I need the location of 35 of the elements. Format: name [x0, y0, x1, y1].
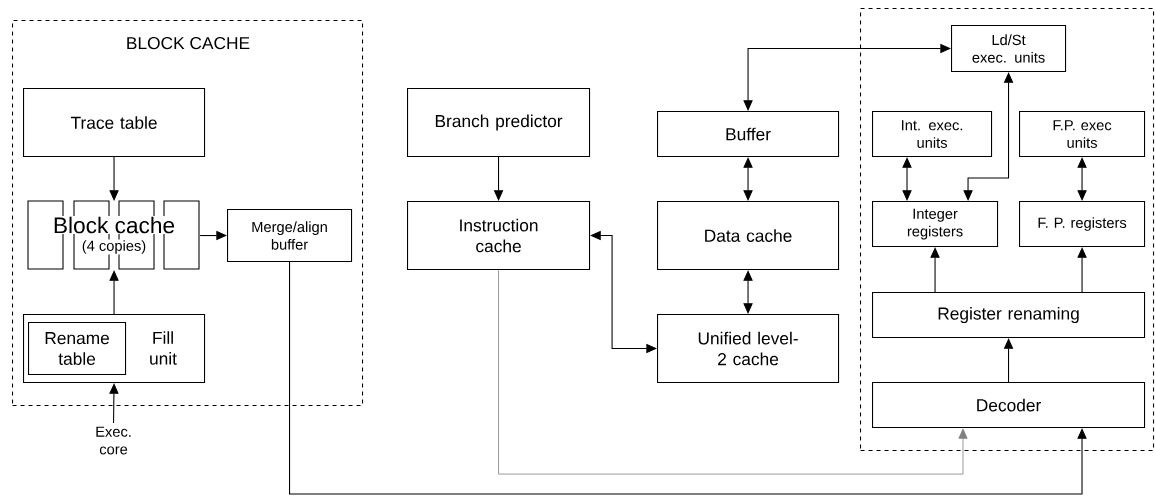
arrow [109, 383, 119, 424]
process-box: Register renaming [872, 292, 1146, 339]
process-box: Instruction cache [407, 201, 591, 271]
arrow [1077, 157, 1087, 201]
arrow [743, 157, 753, 201]
arrow [743, 270, 753, 314]
arrow [289, 261, 1087, 495]
arrow [930, 247, 940, 293]
process-box: Int. exec. units [872, 111, 993, 158]
process-box: Buffer [657, 111, 840, 158]
process-box: Integer registers [872, 201, 999, 248]
arrow [743, 43, 951, 111]
arrow [199, 230, 227, 241]
arrow [1003, 338, 1014, 383]
process-box: Branch predictor [407, 88, 591, 158]
arrow [902, 157, 912, 201]
node-label: (4 copies) [82, 240, 146, 254]
arrow [109, 270, 119, 315]
process-box: Data cache [657, 201, 840, 271]
node-label: Block cache [54, 216, 175, 234]
arrow [498, 269, 968, 475]
block-cache-drawing: Block cache (4 copies) [27, 200, 200, 270]
arrow [963, 72, 1014, 201]
process-box: Ld/St exec. units [951, 25, 1067, 73]
arrow [109, 156, 119, 201]
group-frame [860, 8, 1155, 452]
process-box: F.P. exec units [1019, 111, 1146, 158]
process-box: Merge/align buffer [227, 209, 353, 263]
process-box: Decoder [872, 382, 1146, 429]
arrow [1077, 247, 1087, 293]
input-label: Exec. core [96, 426, 131, 455]
process-box: F. P. registers [1019, 201, 1146, 248]
process-box: Rename table [28, 322, 127, 376]
process-box: Trace table [23, 88, 206, 158]
process-box: Unified level-2 cache [657, 314, 840, 384]
